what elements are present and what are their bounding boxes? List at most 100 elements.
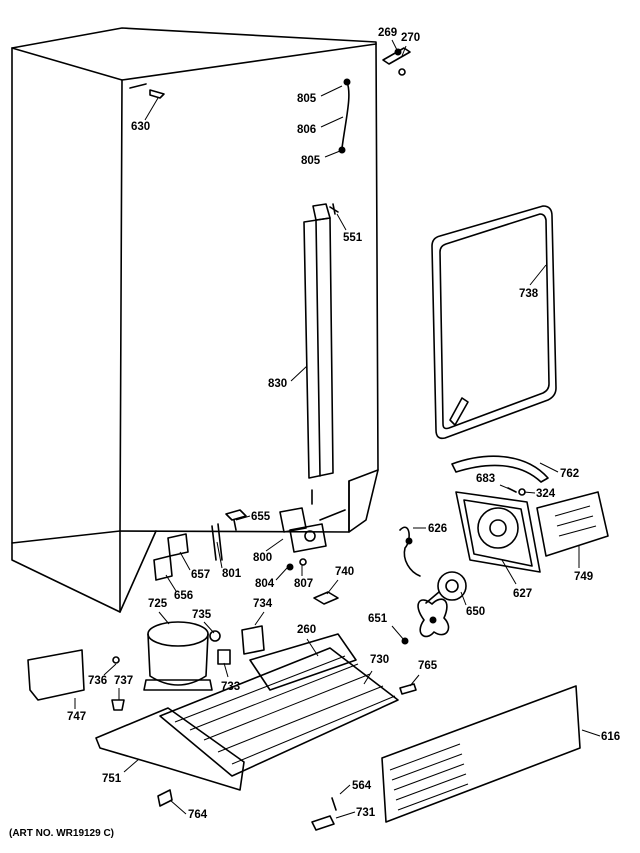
water-tube-806 bbox=[338, 78, 351, 154]
top-hinge bbox=[382, 47, 411, 76]
washer-807 bbox=[299, 558, 307, 566]
callout-label-270: 270 bbox=[401, 32, 420, 44]
leader-line-324 bbox=[523, 491, 536, 494]
callout-label-734: 734 bbox=[253, 598, 273, 610]
leader-line-731 bbox=[335, 811, 356, 819]
art-number: (ART NO. WR19129 C) bbox=[9, 828, 114, 839]
callout-label-650: 650 bbox=[466, 606, 485, 618]
callout-label-801: 801 bbox=[222, 568, 242, 580]
leader-line-270 bbox=[401, 45, 407, 57]
leader-line-806 bbox=[320, 116, 344, 128]
harness-626 bbox=[399, 526, 421, 577]
callout-label-616: 616 bbox=[601, 731, 620, 743]
leader-line-650 bbox=[460, 591, 467, 606]
condenser-coil-730 bbox=[159, 647, 399, 777]
screw-551 bbox=[329, 203, 339, 215]
callout-label-805a: 805 bbox=[297, 93, 317, 105]
leader-line-764 bbox=[169, 799, 187, 815]
leader-line-738 bbox=[529, 264, 547, 286]
bracket-747 bbox=[27, 649, 85, 701]
drain-pan-260 bbox=[249, 633, 357, 691]
part-734 bbox=[241, 625, 265, 655]
tube-801 bbox=[211, 523, 223, 561]
leader-line-765 bbox=[409, 674, 420, 687]
callout-label-630: 630 bbox=[131, 121, 150, 133]
callout-label-260: 260 bbox=[297, 624, 316, 636]
cover-749 bbox=[536, 491, 609, 557]
leader-line-800 bbox=[265, 538, 284, 552]
cabinet bbox=[11, 27, 379, 613]
callout-label-627: 627 bbox=[513, 588, 532, 600]
callouts: 269 270 630 805 806 805 551 738 830 683 762 324 655 6… bbox=[67, 27, 620, 821]
callout-label-683: 683 bbox=[476, 473, 495, 485]
leader-line-616 bbox=[581, 729, 601, 737]
callout-label-751: 751 bbox=[102, 773, 122, 785]
callout-label-730: 730 bbox=[370, 654, 389, 666]
callout-label-735: 735 bbox=[192, 609, 212, 621]
base-751 bbox=[95, 707, 245, 791]
callout-label-737: 737 bbox=[114, 675, 133, 687]
leader-line-830 bbox=[290, 365, 308, 382]
leader-line-730 bbox=[363, 670, 373, 685]
part-630-clip bbox=[129, 83, 165, 99]
back-cover-616 bbox=[381, 685, 581, 823]
part-731 bbox=[311, 815, 335, 831]
callout-label-269: 269 bbox=[378, 27, 397, 39]
callout-label-800: 800 bbox=[253, 552, 272, 564]
leader-line-564 bbox=[339, 784, 351, 795]
channel-830 bbox=[303, 203, 334, 479]
leader-line-735 bbox=[203, 621, 215, 634]
callout-label-564: 564 bbox=[352, 780, 372, 792]
leader-line-683 bbox=[499, 484, 513, 491]
part-737 bbox=[111, 699, 125, 711]
leader-line-805b bbox=[324, 150, 341, 158]
callout-label-655: 655 bbox=[251, 511, 271, 523]
leader-line-656 bbox=[165, 574, 177, 592]
callout-label-736: 736 bbox=[88, 675, 107, 687]
callout-label-324: 324 bbox=[536, 488, 556, 500]
leader-line-736 bbox=[103, 663, 117, 676]
fan-motor-650 bbox=[425, 571, 467, 604]
callout-label-807: 807 bbox=[294, 578, 313, 590]
callout-label-738: 738 bbox=[519, 288, 539, 300]
leader-line-762 bbox=[539, 462, 559, 473]
door-gasket-738 bbox=[431, 205, 557, 440]
leader-line-269 bbox=[391, 39, 398, 51]
callout-label-656: 656 bbox=[174, 590, 193, 602]
callout-label-725: 725 bbox=[148, 598, 168, 610]
leader-line-630 bbox=[144, 97, 159, 121]
leader-line-260 bbox=[306, 638, 319, 657]
leader-line-740 bbox=[326, 579, 339, 595]
leader-line-801 bbox=[216, 541, 223, 569]
leader-line-733 bbox=[223, 662, 229, 678]
part-764 bbox=[157, 789, 173, 807]
leader-line-627 bbox=[501, 559, 517, 585]
washer-804 bbox=[286, 563, 294, 571]
fan-shroud-627 bbox=[455, 491, 541, 573]
part-733 bbox=[217, 649, 231, 665]
drain-tube-762 bbox=[451, 455, 549, 496]
callout-label-551: 551 bbox=[343, 232, 363, 244]
leader-line-657 bbox=[179, 551, 191, 571]
callout-label-805b: 805 bbox=[301, 155, 321, 167]
callout-label-830: 830 bbox=[268, 378, 287, 390]
callout-label-733: 733 bbox=[221, 681, 240, 693]
callout-label-626: 626 bbox=[428, 523, 447, 535]
callout-label-764: 764 bbox=[188, 809, 208, 821]
callout-label-740: 740 bbox=[335, 566, 354, 578]
part-765 bbox=[399, 683, 417, 695]
callout-label-765: 765 bbox=[418, 660, 438, 672]
part-736 bbox=[112, 656, 120, 664]
callout-label-731: 731 bbox=[356, 807, 376, 819]
callout-label-762: 762 bbox=[560, 468, 579, 480]
leader-line-805a bbox=[320, 85, 343, 97]
leader-line-725 bbox=[158, 611, 170, 625]
clamp-740 bbox=[313, 591, 339, 605]
compressor-725 bbox=[143, 621, 213, 691]
callout-label-657: 657 bbox=[191, 569, 210, 581]
leader-line-751 bbox=[123, 758, 140, 773]
callout-label-806: 806 bbox=[297, 124, 316, 136]
callout-label-747: 747 bbox=[67, 711, 86, 723]
leader-line-551 bbox=[336, 213, 347, 231]
